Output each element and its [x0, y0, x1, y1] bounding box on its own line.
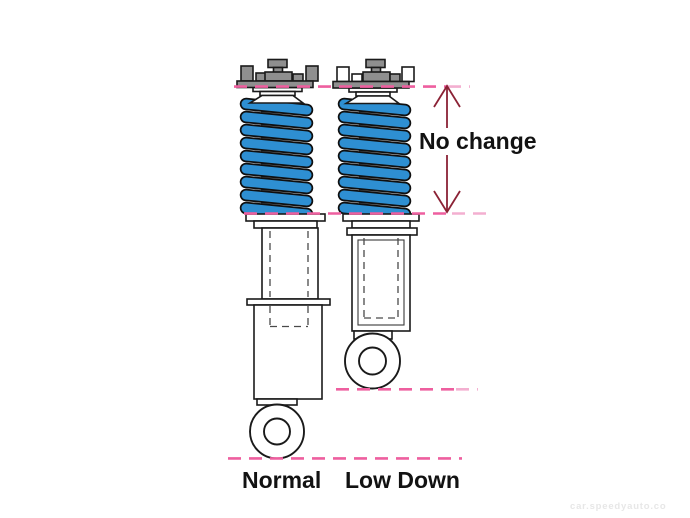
lowdown-spring — [344, 101, 405, 214]
lowdown-eye — [344, 332, 401, 390]
lowdown-shock-body — [342, 213, 420, 340]
normal-coilover — [236, 58, 331, 460]
datum-lines — [228, 85, 492, 460]
lowdown-top-mount — [332, 58, 415, 105]
watermark: car.speedyauto.co — [570, 501, 667, 512]
normal-spring — [246, 101, 307, 214]
normal-eye — [249, 403, 305, 460]
no-change-arrow — [433, 84, 461, 214]
label-low-down: Low Down — [345, 467, 460, 493]
normal-top-mount — [236, 58, 319, 104]
no-change-label: No change — [419, 128, 537, 154]
normal-shock-body — [245, 213, 331, 406]
lowdown-coilover — [332, 58, 420, 390]
label-normal: Normal — [242, 467, 322, 493]
